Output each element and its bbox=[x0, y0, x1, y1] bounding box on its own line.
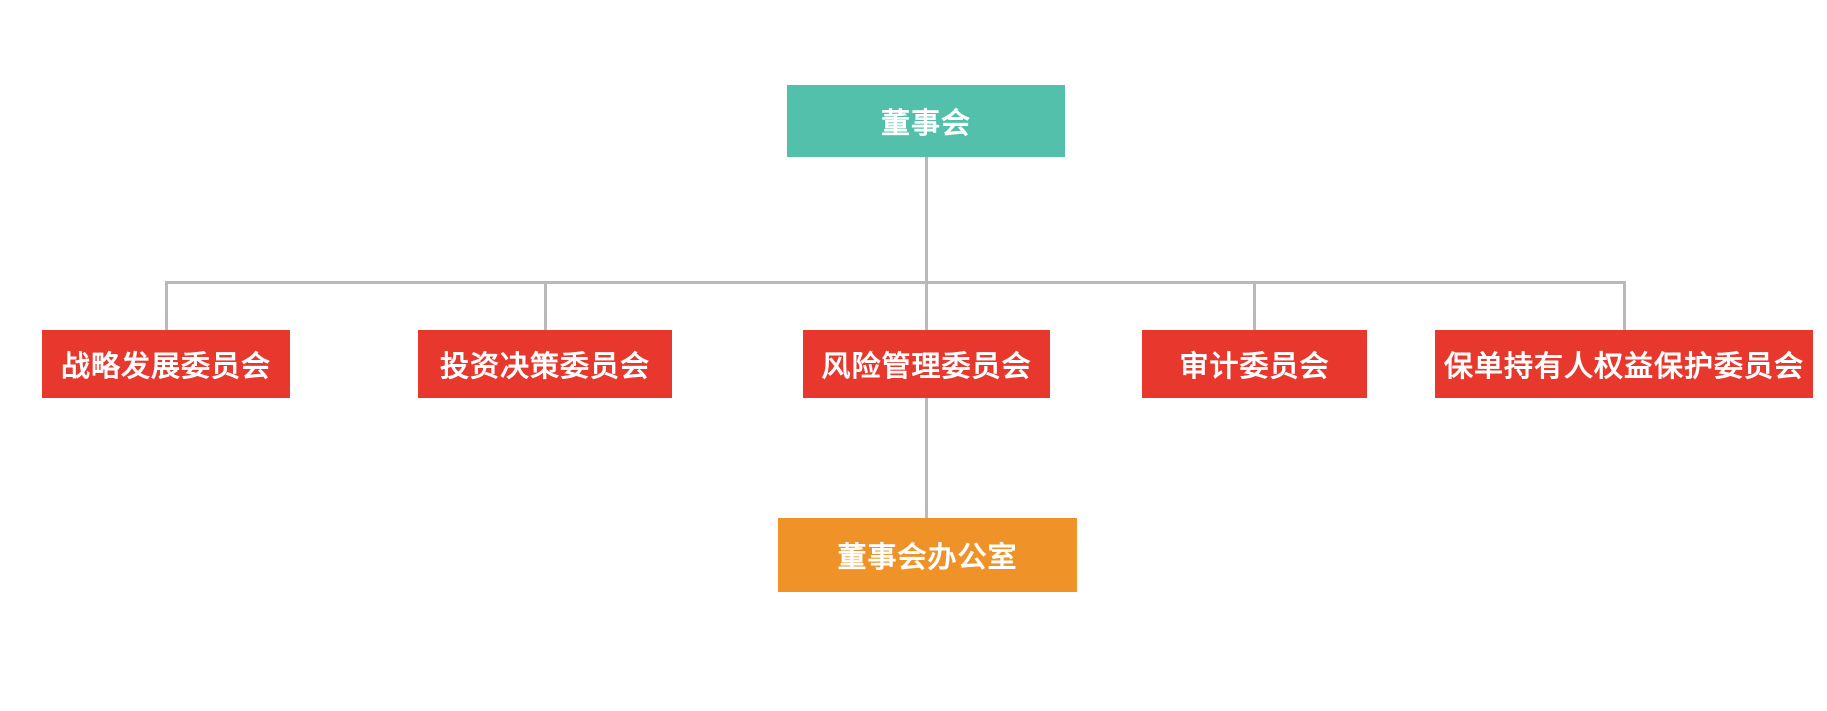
connector-drop-strategy bbox=[165, 283, 168, 330]
org-node-audit-committee: 审计委员会 bbox=[1142, 330, 1367, 398]
org-node-board-office: 董事会办公室 bbox=[778, 518, 1077, 592]
org-node-policyholder-rights-protection-committee: 保单持有人权益保护委员会 bbox=[1435, 330, 1813, 398]
connector-drop-investment bbox=[544, 283, 547, 330]
org-node-investment-decision-committee: 投资决策委员会 bbox=[418, 330, 672, 398]
org-node-strategy-development-committee: 战略发展委员会 bbox=[42, 330, 290, 398]
connector-drop-policyholder bbox=[1623, 283, 1626, 330]
connector-drop-risk bbox=[925, 283, 928, 330]
org-node-risk-management-committee: 风险管理委员会 bbox=[803, 330, 1050, 398]
org-node-board-of-directors: 董事会 bbox=[787, 85, 1065, 157]
connector-drop-audit bbox=[1253, 283, 1256, 330]
connector-horizontal-rail bbox=[165, 281, 1626, 284]
connector-root-to-row bbox=[925, 157, 928, 284]
connector-risk-to-office bbox=[925, 398, 928, 518]
